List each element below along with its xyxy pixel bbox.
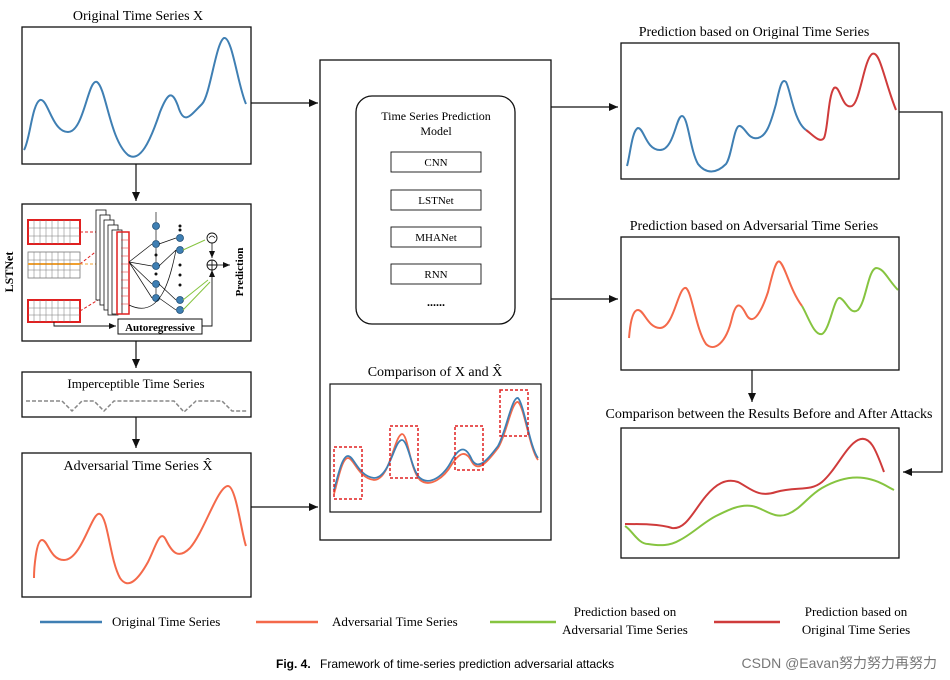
lstnet-conv-links [79,231,99,312]
lstnet-ellipsis-dots [154,224,182,287]
model-inner-panel [355,95,516,325]
model-item-cnn-label: CNN [424,157,447,169]
lstnet-input-grid-middle [27,251,81,279]
adversarial-series-panel [21,452,252,598]
pred-original-blue-line [626,80,807,173]
model-item-lstnet-label: LSTNet [418,195,453,207]
autoregressive-box [117,318,203,335]
lstnet-highlight-column [116,231,130,315]
comparison-highlight-boxes [333,389,529,500]
pred-original-panel [620,42,900,180]
model-title-line1: Time Series Prediction [381,109,491,123]
legend-original-label: Original Time Series [112,614,220,629]
comparison-original-line [333,397,539,491]
lstnet-autoregressive-return [202,270,215,327]
pred-adversarial-title: Prediction based on Adversarial Time Ser… [630,219,878,234]
before-after-panel [620,427,900,559]
adversarial-series-line [33,484,247,585]
model-item-rnn-label: RNN [424,269,447,281]
comparison-panel [329,383,542,513]
original-series-line [23,36,247,158]
before-after-red-line [624,437,885,530]
pred-adversarial-orange-line [628,260,803,348]
lstnet-highlight-rows [121,239,128,305]
imperceptible-title: Imperceptible Time Series [67,376,204,391]
before-after-title: Comparison between the Results Before an… [606,407,933,422]
pred-original-title: Prediction based on Original Time Series [639,25,870,40]
lstnet-feature-stack [95,209,123,316]
arrow-pred-original-to-comparison [899,111,943,476]
imperceptible-series-line [26,400,248,414]
autoregressive-label: Autoregressive [125,322,195,334]
original-title: Original Time Series X [73,9,203,24]
adversarial-title: Adversarial Time Series X̂ [64,457,213,474]
original-series-panel [21,26,252,165]
lstnet-green-links [182,239,211,311]
lstnet-autoregressive-path [53,322,116,329]
figure-caption: Fig. 4. Framework of time-series predict… [276,657,614,671]
plus-icon [207,260,217,270]
lstnet-input-grid-bottom [27,299,81,323]
lstnet-side-label: LSTNet [2,252,16,293]
figure-caption-text: Framework of time-series prediction adve… [320,657,614,671]
model-item-lstnet [390,189,482,211]
model-item-cnn [390,151,482,173]
watermark: CSDN @Eavan努力努力再努力 [742,655,937,671]
model-title-line2: Model [420,124,452,138]
pred-original-red-line [805,52,897,141]
lstnet-recurrent-nodes [152,222,184,314]
model-item-mhanet-label: MHANet [415,232,457,244]
legend-pred-original-label-1: Prediction based on [805,604,908,619]
pred-adversarial-green-line [801,266,899,336]
legend-pred-adversarial-label-2: Adversarial Time Series [562,622,688,637]
lstnet-connections [128,212,177,311]
figure-caption-label: Fig. 4. [276,657,311,671]
pred-adversarial-panel [620,236,900,371]
comparison-title: Comparison of X and X̂ [368,363,503,380]
model-ellipsis: ...... [427,295,445,309]
model-item-mhanet [390,226,482,248]
model-outer-panel [319,59,552,541]
lstnet-input-grid-top [27,219,81,245]
legend-adversarial-label: Adversarial Time Series [332,614,458,629]
model-item-rnn [390,263,482,285]
before-after-green-line [624,476,895,547]
comparison-adversarial-line [333,401,539,495]
lstnet-prediction-label: Prediction [234,248,246,297]
legend: Original Time Series Adversarial Time Se… [40,604,910,637]
legend-pred-adversarial-label-1: Prediction based on [574,604,677,619]
sigma-icon [208,235,216,239]
legend-pred-original-label-2: Original Time Series [802,622,910,637]
